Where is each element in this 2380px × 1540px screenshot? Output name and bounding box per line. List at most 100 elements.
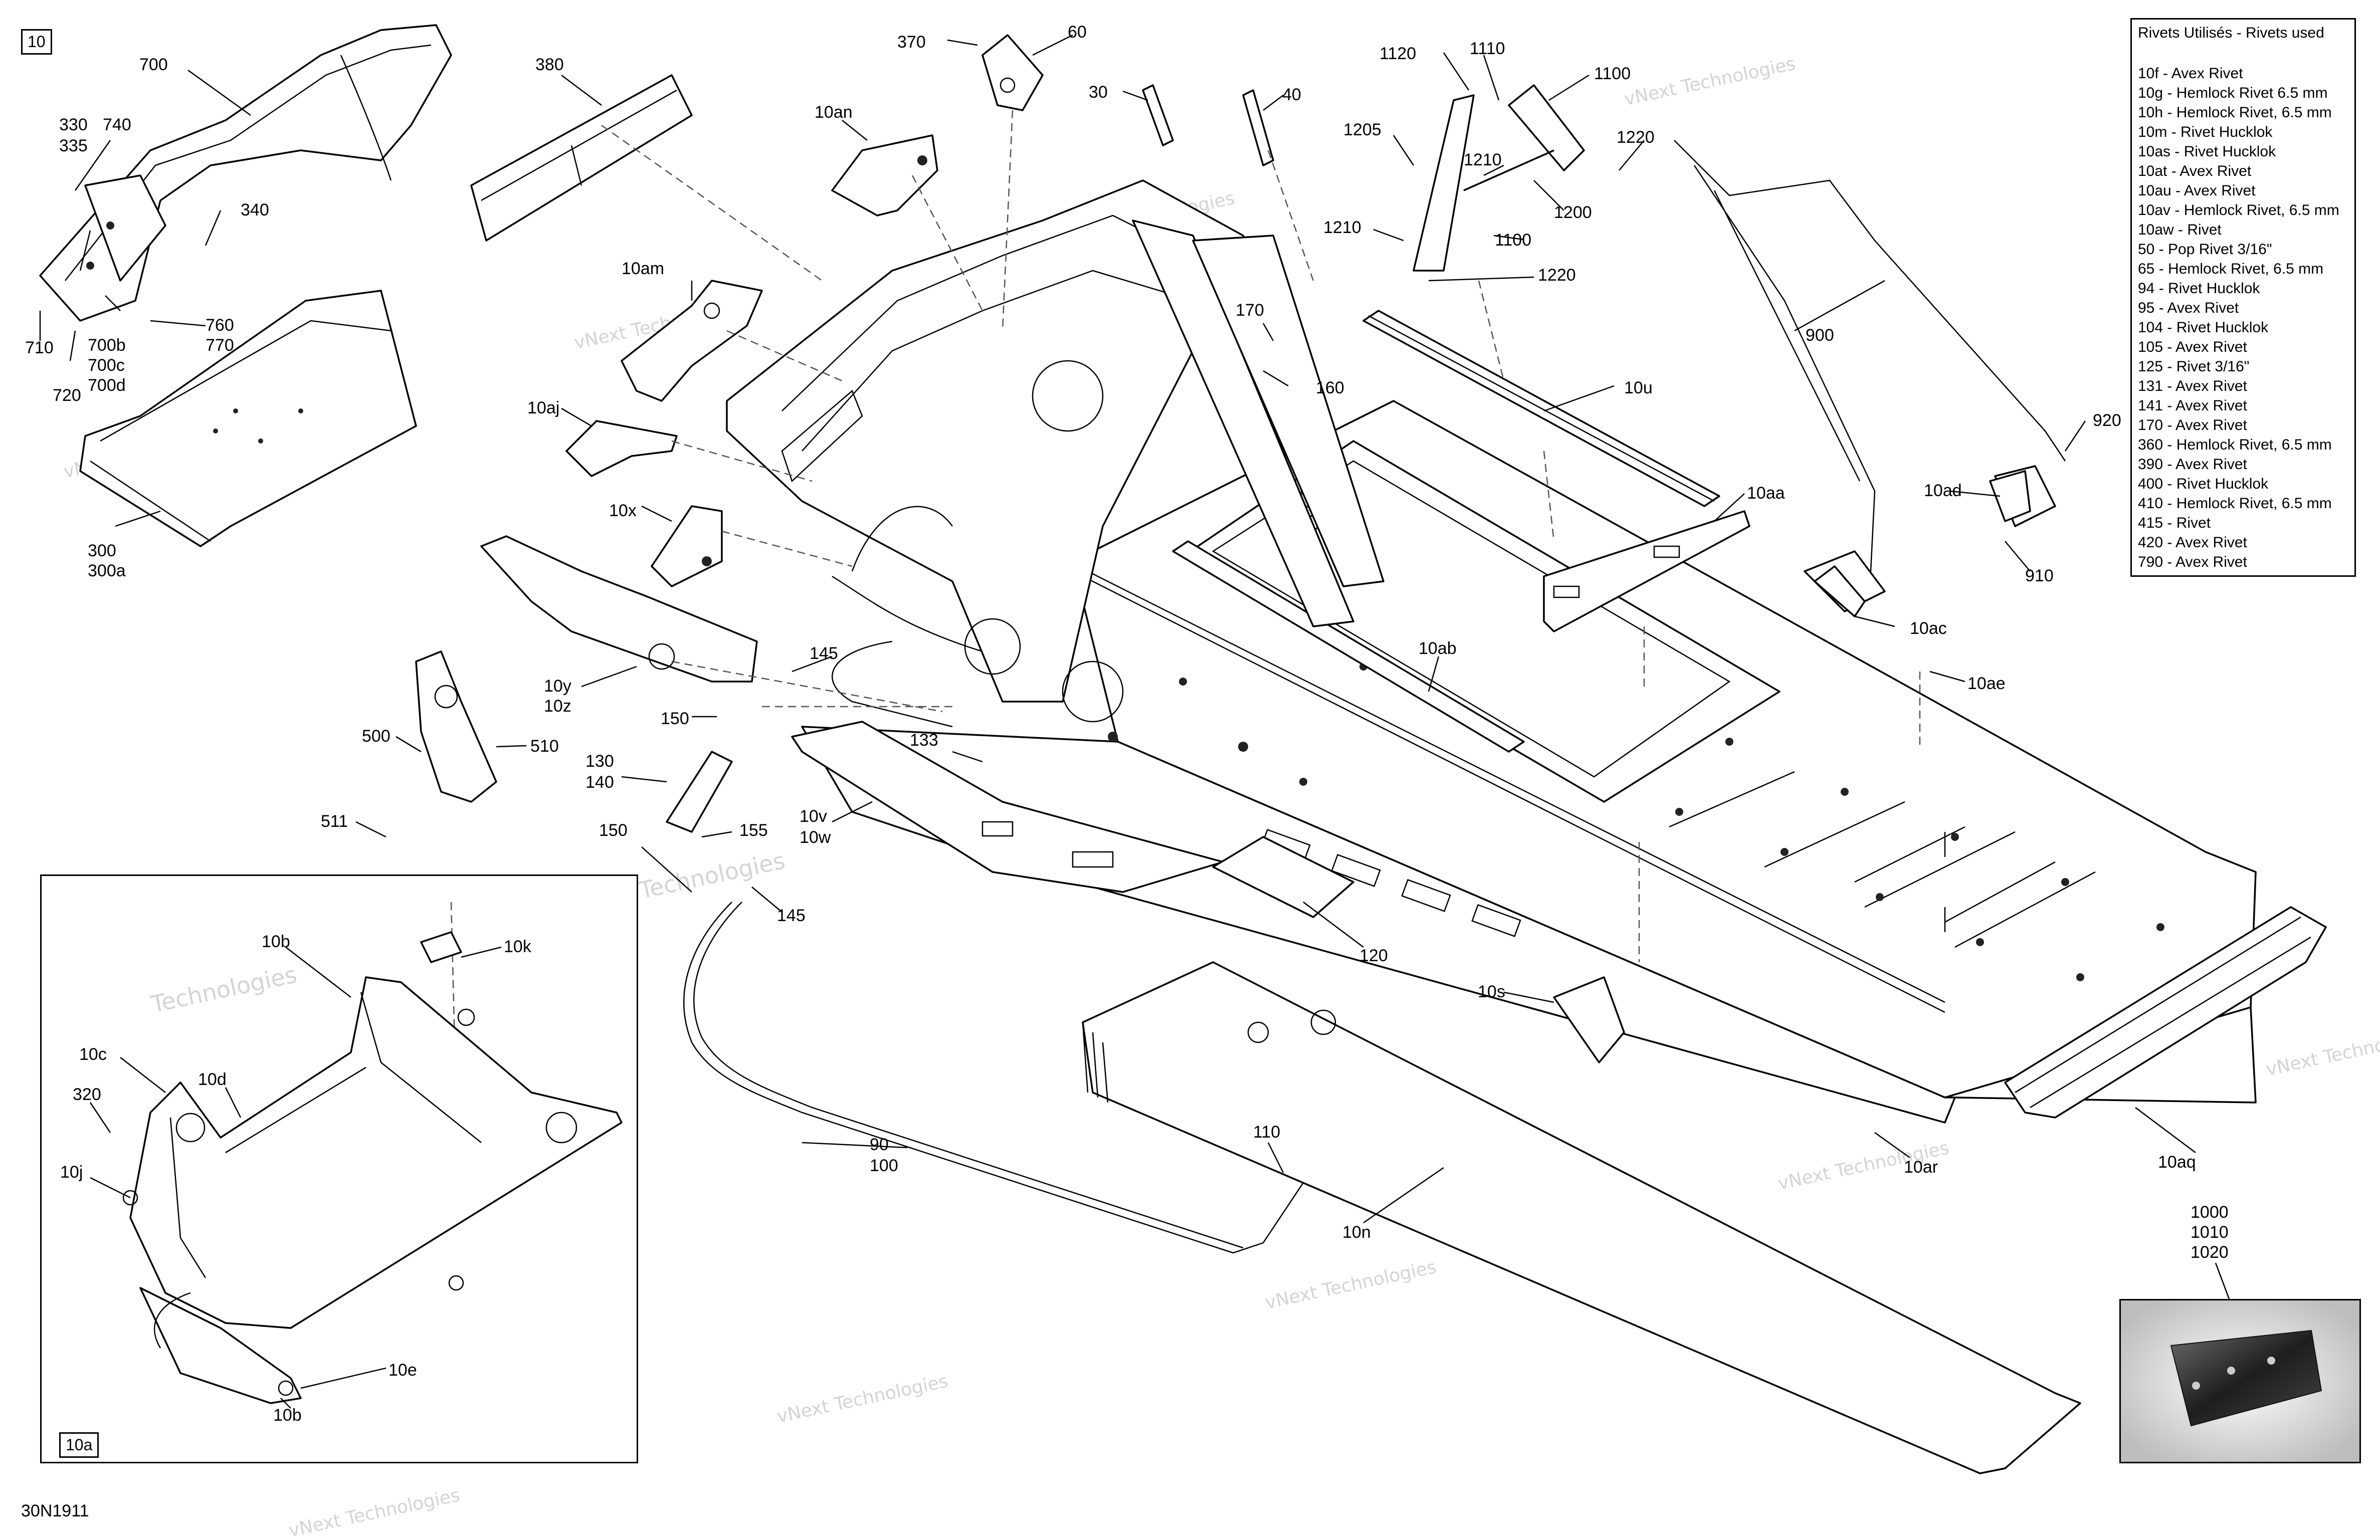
callout-1220a: 1220 — [1617, 128, 1655, 147]
legend-item: 104 - Rivet Hucklok — [2138, 319, 2269, 336]
watermark-text: vNext Technologies — [2264, 1024, 2380, 1080]
callout-145a: 145 — [810, 644, 838, 663]
callout-170: 170 — [1236, 301, 1264, 320]
callout-320: 320 — [73, 1085, 101, 1104]
callout-10d: 10d — [198, 1070, 227, 1089]
callout-130: 130 — [585, 752, 614, 771]
part-90 — [683, 902, 1304, 1254]
callout-10j: 10j — [60, 1163, 83, 1182]
part-1200 — [1463, 149, 1554, 191]
callout-920: 920 — [2093, 411, 2121, 430]
callout-900: 900 — [1806, 326, 1834, 345]
callout-10aq: 10aq — [2158, 1153, 2196, 1172]
callout-10k: 10k — [504, 937, 532, 956]
callout-700c: 700c — [88, 356, 125, 375]
callout-90: 90 — [870, 1135, 889, 1154]
legend-item: 10f - Avex Rivet — [2138, 65, 2243, 82]
legend-item: 125 - Rivet 3/16" — [2138, 358, 2250, 375]
callout-10ab: 10ab — [1419, 639, 1457, 658]
callout-40: 40 — [1282, 85, 1301, 104]
part-130 — [666, 751, 733, 833]
legend-item: 390 - Avex Rivet — [2138, 456, 2247, 473]
part-10ad — [1989, 470, 2031, 522]
callout-910: 910 — [2025, 566, 2054, 585]
callout-700d: 700d — [88, 376, 126, 395]
part-300 — [79, 290, 417, 547]
inset-assembly — [122, 931, 623, 1404]
callout-1110: 1110 — [1470, 39, 1505, 58]
callout-1205: 1205 — [1343, 120, 1381, 139]
callout-labels: 700 330 335 740 340 710 700b 700c 700d 7… — [25, 23, 2229, 1425]
legend-item: 170 - Avex Rivet — [2138, 417, 2247, 433]
callout-10aj: 10aj — [527, 398, 559, 417]
callout-330: 330 — [59, 115, 88, 134]
photo-part-image — [2121, 1300, 2359, 1462]
callout-1210b: 1210 — [1323, 218, 1361, 237]
callout-10an: 10an — [815, 103, 853, 122]
callout-300a: 300a — [88, 561, 126, 580]
callout-10am: 10am — [622, 259, 664, 278]
part-10an — [831, 134, 938, 216]
callout-150a: 150 — [661, 709, 689, 728]
deck-slots — [1669, 771, 2096, 948]
callout-1220b: 1220 — [1538, 266, 1576, 285]
front-frame-cage — [726, 179, 1384, 723]
callout-10w: 10w — [800, 828, 831, 847]
part-1100-right — [1508, 84, 1585, 171]
callout-10v: 10v — [800, 807, 827, 826]
callout-1100a: 1100 — [1594, 64, 1631, 83]
part-10v — [791, 721, 1224, 893]
callout-10n: 10n — [1342, 1223, 1371, 1242]
callout-335: 335 — [59, 136, 88, 155]
callout-710: 710 — [25, 338, 54, 357]
callout-10s: 10s — [1478, 982, 1505, 1001]
legend-item: 10m - Rivet Hucklok — [2138, 124, 2273, 140]
inset-frame — [40, 874, 638, 1463]
legend-item: 10aw - Rivet — [2138, 222, 2222, 238]
callout-500: 500 — [362, 727, 390, 746]
part-500 — [415, 650, 497, 803]
legend-item: 10as - Rivet Hucklok — [2138, 143, 2276, 160]
legend-item: 400 - Rivet Hucklok — [2138, 476, 2269, 492]
callout-10ar: 10ar — [1904, 1158, 1938, 1177]
callout-1100b: 1100 — [1495, 231, 1531, 250]
part-1100-left — [1413, 94, 1475, 272]
callout-60: 60 — [1068, 23, 1087, 42]
legend-item: 95 - Avex Rivet — [2138, 300, 2239, 316]
legend-item: 410 - Hemlock Rivet, 6.5 mm — [2138, 495, 2332, 512]
inset-assembly-tag: 10a — [59, 1432, 99, 1458]
callout-720: 720 — [53, 386, 81, 405]
callout-760: 760 — [206, 316, 234, 335]
main-assembly-tag: 10 — [21, 29, 52, 55]
callout-10x: 10x — [609, 501, 637, 520]
callout-10ac: 10ac — [1910, 619, 1947, 638]
legend-item: 790 - Avex Rivet — [2138, 554, 2247, 570]
part-60 — [981, 34, 1044, 111]
legend-item: 10h - Hemlock Rivet, 6.5 mm — [2138, 104, 2332, 121]
callout-10z: 10z — [544, 697, 571, 716]
part-10u — [1362, 310, 1720, 507]
callout-1120: 1120 — [1379, 44, 1416, 63]
legend-item: 415 - Rivet — [2138, 515, 2211, 531]
part-700 — [39, 24, 452, 322]
callout-100: 100 — [870, 1156, 898, 1175]
watermark-text: vNext Technologies — [775, 1371, 950, 1427]
callout-10aa: 10aa — [1747, 484, 1785, 503]
legend-item: 10g - Hemlock Rivet 6.5 mm — [2138, 85, 2328, 101]
callout-1000: 1000 — [2191, 1203, 2229, 1222]
callout-10ae: 10ae — [1967, 674, 2006, 693]
part-10y — [480, 535, 758, 683]
part-10aa — [1543, 510, 1750, 632]
callout-1020: 1020 — [2191, 1243, 2229, 1262]
callout-700b: 700b — [88, 336, 126, 355]
callout-150b: 150 — [599, 821, 628, 840]
part-10am — [621, 280, 763, 402]
legend-item: 65 - Hemlock Rivet, 6.5 mm — [2138, 261, 2324, 277]
callout-10b-bottom: 10b — [273, 1406, 302, 1425]
callout-1200: 1200 — [1554, 203, 1592, 222]
callout-10y: 10y — [544, 677, 571, 696]
callout-770: 770 — [206, 336, 234, 355]
callout-300: 300 — [88, 541, 116, 560]
part-10aq — [2004, 906, 2327, 1119]
